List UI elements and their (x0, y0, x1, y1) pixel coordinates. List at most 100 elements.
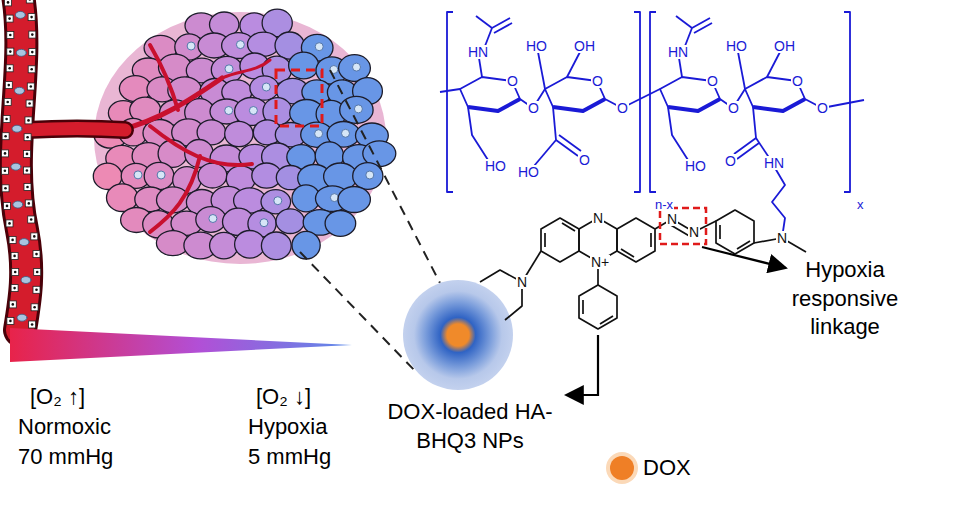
atom-label: O (616, 101, 629, 115)
endothelial-nucleus (31, 323, 34, 326)
tumor-cell (235, 231, 265, 259)
endothelial-cell (11, 285, 18, 292)
endothelial-nucleus (11, 239, 14, 242)
endothelial-nucleus (5, 118, 8, 121)
endothelial-nucleus (9, 320, 12, 323)
cell-nucleus (315, 43, 323, 51)
endothelial-cell (26, 0, 33, 3)
endothelial-nucleus (8, 222, 11, 225)
endothelial-nucleus (27, 119, 30, 122)
endothelial-cell (28, 216, 35, 223)
endothelial-cell (6, 15, 13, 22)
hypoxia-linkage-highlight (660, 208, 706, 244)
atom-label: N (776, 231, 788, 245)
tumor-cell (261, 232, 291, 260)
condition-label: Hypoxia (248, 414, 327, 440)
endothelial-cell (11, 252, 18, 259)
hyaluronic-acid-structure (440, 12, 864, 238)
endothelial-cell (24, 150, 31, 157)
blood-cell (19, 239, 29, 246)
endothelial-cell (29, 321, 36, 328)
condition-label: Normoxic (18, 414, 111, 440)
endothelial-nucleus (33, 235, 36, 238)
endothelial-nucleus (8, 67, 11, 70)
endothelial-cell (9, 301, 16, 308)
endothelial-nucleus (12, 303, 15, 306)
endothelial-cell (3, 116, 10, 123)
cell-nucleus (315, 130, 323, 138)
tumor-cell (198, 163, 227, 188)
subscript-label: n-x (654, 198, 674, 211)
endothelial-nucleus (31, 51, 34, 54)
cell-nucleus (274, 197, 282, 205)
blood-cell (11, 163, 21, 170)
cell-nucleus (330, 194, 338, 202)
endothelial-nucleus (26, 186, 29, 189)
endothelial-cell (24, 134, 31, 141)
endothelial-cell (4, 99, 11, 106)
tumor (93, 9, 396, 264)
atom-label: HN (467, 45, 489, 59)
atom-label: N (688, 225, 700, 239)
blood-cell (13, 201, 23, 208)
atom-label: HN (763, 156, 785, 170)
atom-label: OH (773, 39, 796, 53)
endothelial-nucleus (30, 85, 33, 88)
atom-label: O (578, 153, 591, 167)
tumor-cell (353, 163, 383, 190)
oxygen-gradient (10, 328, 352, 362)
endothelial-cell (12, 269, 19, 276)
endothelial-cell (23, 167, 30, 174)
atom-label: HO (725, 39, 748, 53)
atom-label: O (591, 74, 604, 88)
endothelial-cell (24, 184, 31, 191)
pressure-value: 70 mmHg (18, 444, 113, 470)
atom-label: N (592, 211, 604, 225)
cell-nucleus (260, 219, 268, 227)
atom-label: N (666, 212, 678, 226)
cell-nucleus (225, 65, 233, 73)
dox-halo (606, 452, 638, 484)
endothelial-nucleus (14, 271, 17, 274)
endothelial-cell (5, 82, 12, 89)
atom-label: HN (667, 45, 689, 59)
oxygen-level: [O₂ ↑] (30, 384, 85, 410)
nanoparticle-label: DOX-loaded HA-BHQ3 NPs (381, 398, 559, 455)
endothelial-cell (2, 133, 9, 140)
annotation-text: Hypoxia responsive linkage (780, 256, 910, 342)
cell-nucleus (353, 63, 361, 71)
endothelial-cell (33, 251, 40, 258)
endothelial-nucleus (28, 102, 31, 105)
endothelial-cell (2, 150, 9, 157)
tumor-cell (144, 162, 174, 189)
drug-label: DOX (643, 455, 691, 481)
endothelial-nucleus (4, 152, 7, 155)
pointer-arrow (702, 247, 786, 268)
endothelial-cell (28, 14, 35, 21)
tumor-cell (289, 52, 319, 79)
endothelial-cell (34, 269, 41, 276)
endothelial-cell (7, 32, 14, 39)
endothelial-nucleus (13, 287, 16, 290)
blood-cell (21, 277, 31, 284)
cell-nucleus (187, 42, 195, 50)
tumor-cell (292, 231, 320, 259)
endothelial-nucleus (30, 218, 33, 221)
endothelial-nucleus (8, 84, 11, 87)
endothelial-nucleus (9, 34, 12, 37)
endothelial-cell (6, 220, 13, 227)
cell-nucleus (249, 107, 257, 115)
tumor-cell (338, 187, 370, 213)
endothelial-nucleus (26, 136, 29, 139)
blood-cell (16, 49, 26, 56)
atom-label: N (516, 275, 528, 289)
atom-label: O (791, 74, 804, 88)
cell-nucleus (134, 171, 142, 179)
subscript-label: x (856, 198, 865, 211)
atom-label: HO (517, 165, 540, 179)
tumor-cell (210, 232, 239, 259)
atom-label: N+ (590, 255, 610, 269)
atom-label: OH (573, 39, 596, 53)
bhq3-dye-structure (480, 210, 806, 329)
